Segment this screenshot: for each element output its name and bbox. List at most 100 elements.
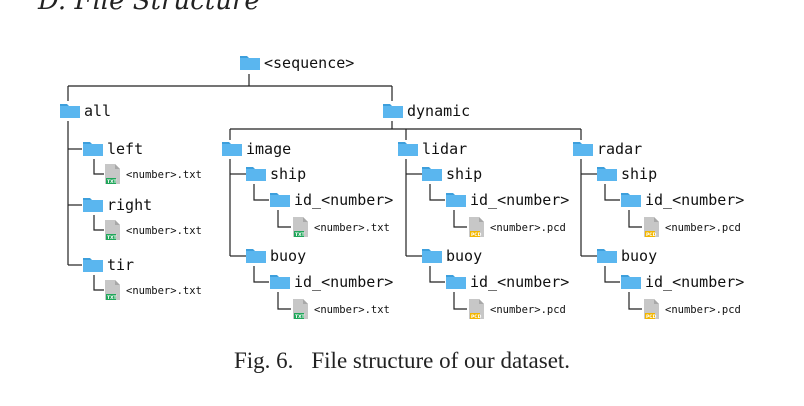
folder-icon-body: [60, 106, 80, 118]
file-badge-text: TXT: [107, 235, 118, 241]
tree-connector: [604, 184, 620, 201]
folder-image-buoy-id-label: id_<number>: [294, 273, 393, 291]
folder-radar-node: radar: [573, 140, 642, 158]
file-image-ship-label: <number>.txt: [314, 222, 390, 234]
file-icon-fold: [115, 220, 120, 225]
folder-icon-body: [422, 169, 442, 181]
folder-dynamic-node: dynamic: [383, 102, 470, 120]
file-icon-fold: [115, 164, 120, 169]
file-badge-text: PCD: [646, 232, 657, 238]
file-icon-fold: [654, 299, 659, 304]
folder-icon-body: [222, 144, 242, 156]
file-lidar-buoy-label: <number>.pcd: [490, 304, 566, 316]
folder-right-node: right: [83, 196, 152, 214]
folder-lidar-buoy-id-node: id_<number>: [446, 273, 569, 291]
file-icon-fold: [479, 299, 484, 304]
tree-connector: [453, 292, 467, 310]
folder-image-label: image: [246, 140, 291, 158]
folder-lidar-ship-node: ship: [422, 165, 482, 183]
folder-image-ship-node: ship: [246, 165, 306, 183]
file-lidar-ship-label: <number>.pcd: [490, 222, 566, 234]
file-badge: [645, 231, 655, 237]
folder-tir-label: tir: [107, 256, 134, 274]
tree-connector: [253, 266, 269, 283]
file-icon-fold: [654, 217, 659, 222]
folder-radar-buoy-node: buoy: [597, 247, 657, 265]
tree-connector: [277, 210, 291, 228]
tree-connector: [253, 184, 269, 201]
folder-radar-ship-id-node: id_<number>: [621, 191, 744, 209]
tree-connector: [628, 210, 642, 228]
file-badge-text: PCD: [471, 232, 482, 238]
tree-connector: [93, 275, 104, 291]
folder-all-label: all: [84, 102, 111, 120]
file-badge-text: TXT: [107, 179, 118, 185]
folder-radar-ship-node: ship: [597, 165, 657, 183]
folder-lidar-buoy-node: buoy: [422, 247, 482, 265]
folder-radar-buoy-label: buoy: [621, 247, 657, 265]
file-badge: [470, 231, 480, 237]
caption-text: File structure of our dataset.: [311, 348, 571, 373]
file-left-label: <number>.txt: [126, 169, 202, 181]
caption-label: Fig. 6.: [233, 348, 294, 373]
tree-connector: [93, 215, 104, 231]
file-tir-label: <number>.txt: [126, 285, 202, 297]
file-badge: [645, 313, 655, 319]
folder-image-ship-id-node: id_<number>: [270, 191, 393, 209]
file-radar-buoy-node: PCD<number>.pcd: [644, 299, 741, 320]
folder-lidar-buoy-label: buoy: [446, 247, 482, 265]
file-image-ship-node: TXT <number>.txt: [293, 217, 390, 238]
folder-lidar-ship-id-node: id_<number>: [446, 191, 569, 209]
section-heading: D. File Structure: [38, 0, 260, 16]
file-right-label: <number>.txt: [126, 225, 202, 237]
folder-image-ship-label: ship: [270, 165, 306, 183]
folder-sequence-label: <sequence>: [264, 54, 354, 72]
file-radar-ship-node: PCD <number>.pcd: [644, 217, 741, 238]
folder-icon-body: [621, 277, 641, 289]
file-icon-fold: [303, 217, 308, 222]
folder-right-label: right: [107, 196, 152, 214]
file-icon-fold: [479, 217, 484, 222]
file-badge: [470, 313, 480, 319]
folder-image-buoy-label: buoy: [270, 247, 306, 265]
folder-left-node: left: [83, 140, 143, 158]
folder-lidar-node: lidar: [398, 140, 467, 158]
folder-icon-body: [446, 195, 466, 207]
tree-connector: [628, 292, 642, 310]
figure-caption: Fig. 6. File structure of our dataset.: [0, 348, 804, 374]
folder-icon-body: [83, 260, 103, 272]
folder-icon-body: [446, 277, 466, 289]
folder-icon-body: [83, 200, 103, 212]
folder-icon-body: [383, 106, 403, 118]
folder-icon-body: [246, 169, 266, 181]
folder-dynamic-label: dynamic: [407, 102, 470, 120]
tree-connector: [604, 266, 620, 283]
file-badge: [294, 313, 304, 319]
folder-icon-body: [597, 251, 617, 263]
file-badge-text: TXT: [295, 314, 306, 320]
folder-image-buoy-node: buoy: [246, 247, 306, 265]
tree-connector: [429, 266, 445, 283]
file-badge-text: TXT: [295, 232, 306, 238]
file-image-buoy-label: <number>.txt: [314, 304, 390, 316]
folder-lidar-buoy-id-label: id_<number>: [470, 273, 569, 291]
file-badge: [106, 294, 116, 300]
folder-radar-buoy-id-label: id_<number>: [645, 273, 744, 291]
file-image-buoy-node: TXT <number>.txt: [293, 299, 390, 320]
folder-lidar-ship-label: ship: [446, 165, 482, 183]
folder-left-label: left: [107, 140, 143, 158]
file-lidar-buoy-node: PCD<number>.pcd: [469, 299, 566, 320]
file-radar-ship-label: <number>.pcd: [665, 222, 741, 234]
folder-icon-body: [398, 144, 418, 156]
folder-image-ship-id-label: id_<number>: [294, 191, 393, 209]
folder-icon-body: [270, 195, 290, 207]
folder-sequence-node: <sequence>: [240, 54, 354, 72]
file-icon-fold: [115, 280, 120, 285]
tree-connector: [277, 292, 291, 310]
folder-icon-body: [621, 195, 641, 207]
folder-radar-label: radar: [597, 140, 642, 158]
folder-tir-node: tir: [83, 256, 134, 274]
file-badge-text: TXT: [107, 295, 118, 301]
file-tir-node: TXT <number>.txt: [105, 280, 202, 301]
